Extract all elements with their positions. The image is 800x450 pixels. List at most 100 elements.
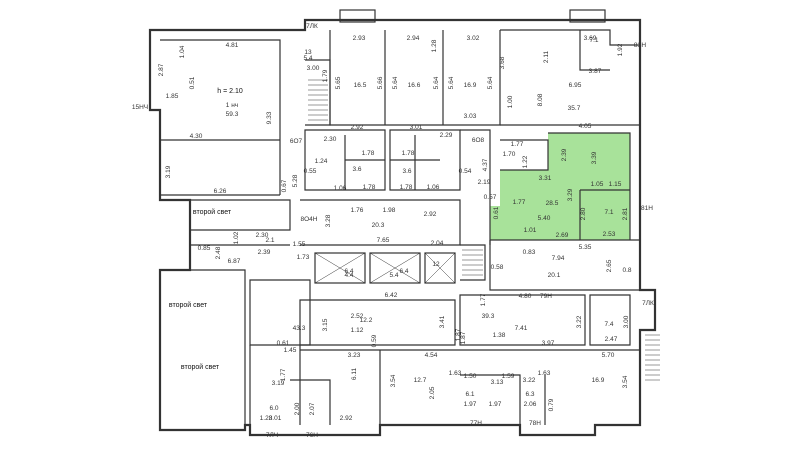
room-label: 1.59	[502, 373, 515, 380]
room-label: 6.42	[385, 292, 398, 299]
room-label: 2.52	[351, 313, 364, 320]
room-label: 2.39	[561, 148, 568, 161]
room-label: 5.66	[377, 76, 384, 89]
room-label: 3.41	[439, 315, 446, 328]
room-label: 1.06	[427, 184, 440, 191]
room-label: 2.92	[351, 124, 364, 131]
room-label: 1.38	[493, 332, 506, 339]
room-label: 1.97	[489, 401, 502, 408]
room-label: 7.1	[604, 209, 613, 216]
room-label: 3.23	[348, 352, 361, 359]
room-label: 1.78	[400, 184, 413, 191]
room-label: 3.54	[390, 374, 397, 387]
room-label: 5.64	[487, 76, 494, 89]
room-label: 3.22	[576, 315, 583, 328]
room-label: 7.4	[604, 321, 613, 328]
room-label: 3.19	[272, 380, 285, 387]
room-label: 4.4	[344, 272, 353, 279]
room-label: 59.3	[226, 111, 239, 118]
room-label: 3.6	[352, 166, 361, 173]
room-label: 1.55	[293, 241, 306, 248]
room-label: 1.24	[315, 158, 328, 165]
room-label: 7.65	[377, 237, 390, 244]
room-label: 3.69	[584, 35, 597, 42]
room-label: 1.76	[351, 207, 364, 214]
room-label: 2.94	[407, 35, 420, 42]
room-label: 2.00	[294, 402, 301, 415]
room-label: 15НЧ	[132, 104, 148, 111]
room-label: 4.81	[226, 42, 239, 49]
room-label: 1.87	[455, 328, 462, 341]
room-label: 2.39	[258, 249, 271, 256]
room-label: 6.1	[465, 391, 474, 398]
room-label: 6О8	[472, 137, 485, 144]
room-label: 1.22	[522, 155, 529, 168]
room-label: 1.79	[322, 69, 329, 82]
room-label: 3.39	[591, 151, 598, 164]
room-label: 1.70	[503, 151, 516, 158]
room-label: 5.35	[579, 244, 592, 251]
room-label: 3.54	[622, 375, 629, 388]
room-label: 39.3	[482, 313, 495, 320]
room-label: 0.55	[304, 168, 317, 175]
room-label: 2.30	[324, 136, 337, 143]
room-label: 28.5	[546, 200, 559, 207]
room-label: 3.97	[542, 340, 555, 347]
room-label: 6.4	[399, 268, 408, 275]
room-label: 1.00	[507, 95, 514, 108]
room-label: 1.15	[609, 181, 622, 188]
room-label: 8ЗН	[634, 42, 647, 49]
room-label: 3.03	[464, 113, 477, 120]
room-label: 2.05	[429, 386, 436, 399]
room-label: 1.98	[383, 207, 396, 214]
room-label: 77Н	[470, 420, 482, 427]
room-label: 12.7	[414, 377, 427, 384]
room-label: 7ЛЧ	[266, 432, 278, 439]
room-label: 5.65	[335, 76, 342, 89]
room-label: 3.01	[410, 124, 423, 131]
room-label: 4.54	[425, 352, 438, 359]
room-label: 1 нч	[226, 102, 238, 109]
stairs	[308, 79, 660, 381]
walls	[148, 9, 657, 437]
room-label: 2.30	[256, 232, 269, 239]
room-label: 3.02	[467, 35, 480, 42]
room-label: 1.87	[460, 331, 467, 344]
room-label: второй свет	[193, 208, 232, 216]
room-label: 0.67	[281, 179, 288, 192]
room-label: второй свет	[181, 363, 220, 371]
room-label: 3.01	[269, 415, 282, 422]
room-label: 76Н	[306, 432, 318, 439]
room-label: 1.77	[280, 368, 287, 381]
room-label: 4.80	[519, 293, 532, 300]
room-label: 8О4Н	[301, 216, 318, 223]
room-label: 78Н	[529, 420, 541, 427]
room-label: 35.7	[568, 105, 581, 112]
room-label: 3.22	[523, 377, 536, 384]
room-label: 3.6	[402, 168, 411, 175]
room-label: 9.33	[266, 111, 273, 124]
room-label: 2.93	[353, 35, 366, 42]
room-label: 1.01	[524, 227, 537, 234]
room-label: 7ЛК	[306, 23, 318, 30]
room-label: 1.28	[431, 39, 438, 52]
room-label: 8.08	[537, 93, 544, 106]
room-label: 5.4	[303, 55, 312, 62]
room-label: 16.9	[592, 377, 605, 384]
room-label: 20.3	[372, 222, 385, 229]
room-label: 0.79	[548, 398, 555, 411]
room-label: 3.29	[567, 188, 574, 201]
highlighted-unit[interactable]	[490, 133, 630, 240]
room-label: 43.3	[293, 325, 306, 332]
room-label: 2.53	[603, 231, 616, 238]
room-label: 2.92	[340, 415, 353, 422]
room-label: 2.11	[543, 51, 550, 64]
room-label: 2.04	[431, 240, 444, 247]
room-label: 2.69	[556, 232, 569, 239]
room-label: 6.95	[569, 82, 582, 89]
room-label: 13	[304, 49, 312, 56]
room-label: 1.97	[464, 401, 477, 408]
room-label: 3.68	[499, 56, 506, 69]
room-label: 2.47	[605, 336, 618, 343]
room-label: 1.77	[513, 199, 526, 206]
